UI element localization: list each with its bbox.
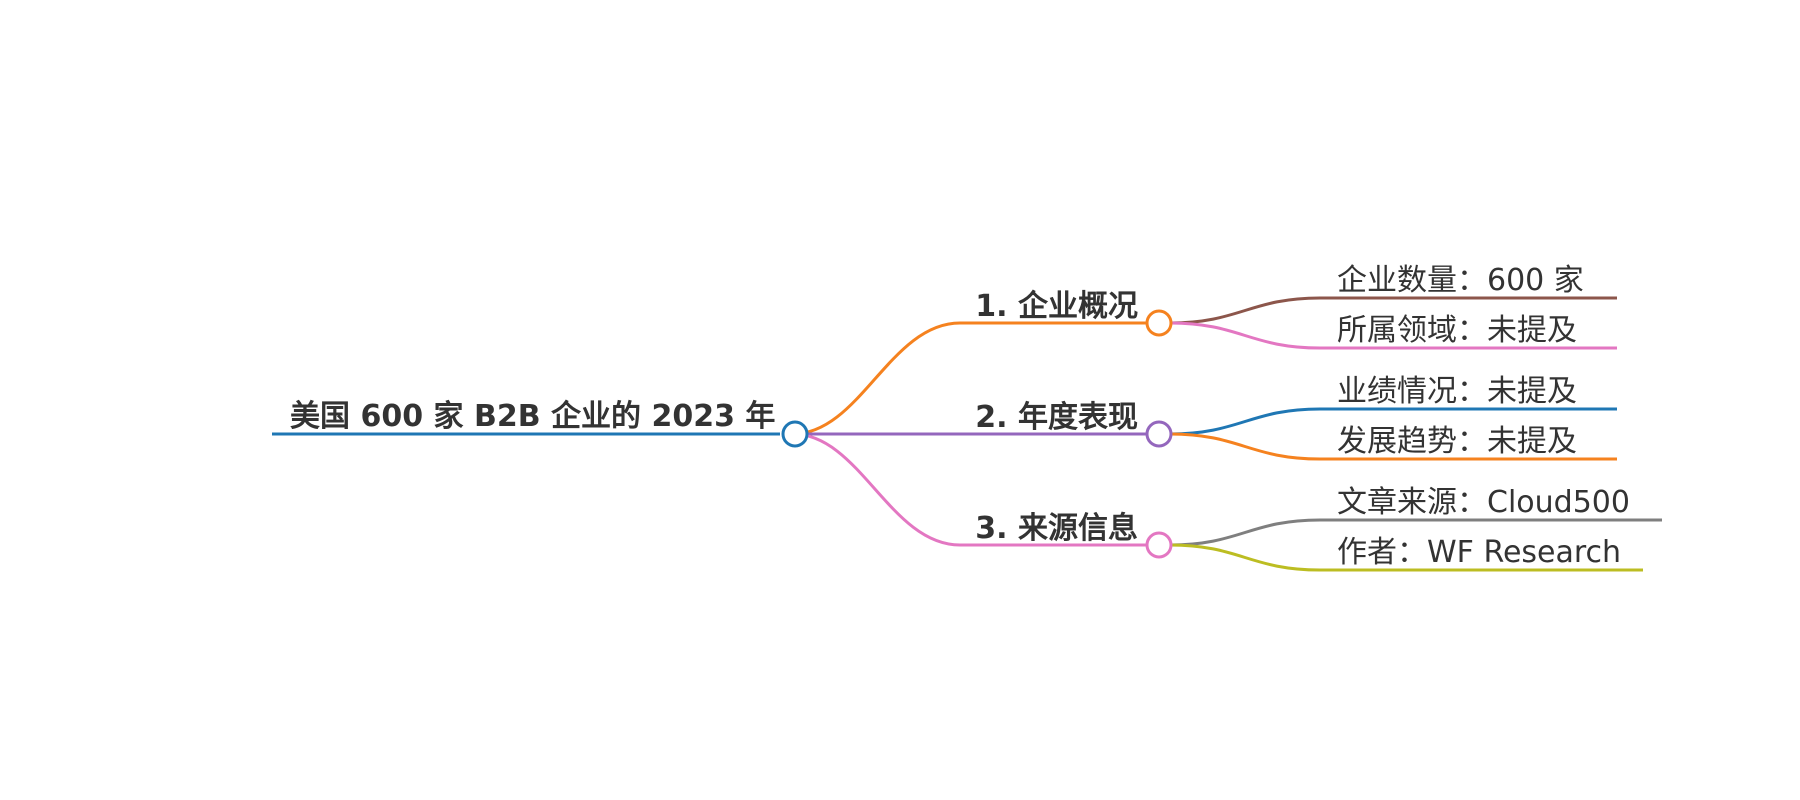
branch-2-node-circle[interactable] <box>1145 420 1173 448</box>
branch-topic-2[interactable]: 2. 年度表现 <box>975 400 1138 435</box>
leaf-topic-3-2[interactable]: 作者：WF Research <box>1337 535 1621 570</box>
branch-topic-3[interactable]: 3. 来源信息 <box>975 511 1138 546</box>
connector-branch-2-leaf-2 <box>1169 432 1321 461</box>
connector-branch-3-leaf-2 <box>1169 543 1321 572</box>
connector-branch-2-leaf-1 <box>1169 407 1321 436</box>
leaf-topic-2-2[interactable]: 发展趋势：未提及 <box>1337 424 1577 459</box>
connector-root-to-branch-3 <box>792 432 961 547</box>
connector-branch-1-leaf-2 <box>1169 321 1321 350</box>
leaf-topic-1-1[interactable]: 企业数量：600 家 <box>1337 263 1584 298</box>
leaf-topic-1-2[interactable]: 所属领域：未提及 <box>1337 313 1577 348</box>
root-node-circle[interactable] <box>781 420 809 448</box>
root-topic[interactable]: 美国 600 家 B2B 企业的 2023 年 <box>290 399 775 434</box>
connector-root-to-branch-1 <box>792 321 961 436</box>
leaf-topic-2-1[interactable]: 业绩情况：未提及 <box>1337 374 1577 409</box>
branch-1-node-circle[interactable] <box>1145 309 1173 337</box>
branch-topic-1[interactable]: 1. 企业概况 <box>975 289 1138 324</box>
connector-branch-1-leaf-1 <box>1169 296 1321 325</box>
branch-3-node-circle[interactable] <box>1145 531 1173 559</box>
leaf-topic-3-1[interactable]: 文章来源：Cloud500 <box>1337 485 1630 520</box>
connector-branch-3-leaf-1 <box>1169 518 1321 547</box>
